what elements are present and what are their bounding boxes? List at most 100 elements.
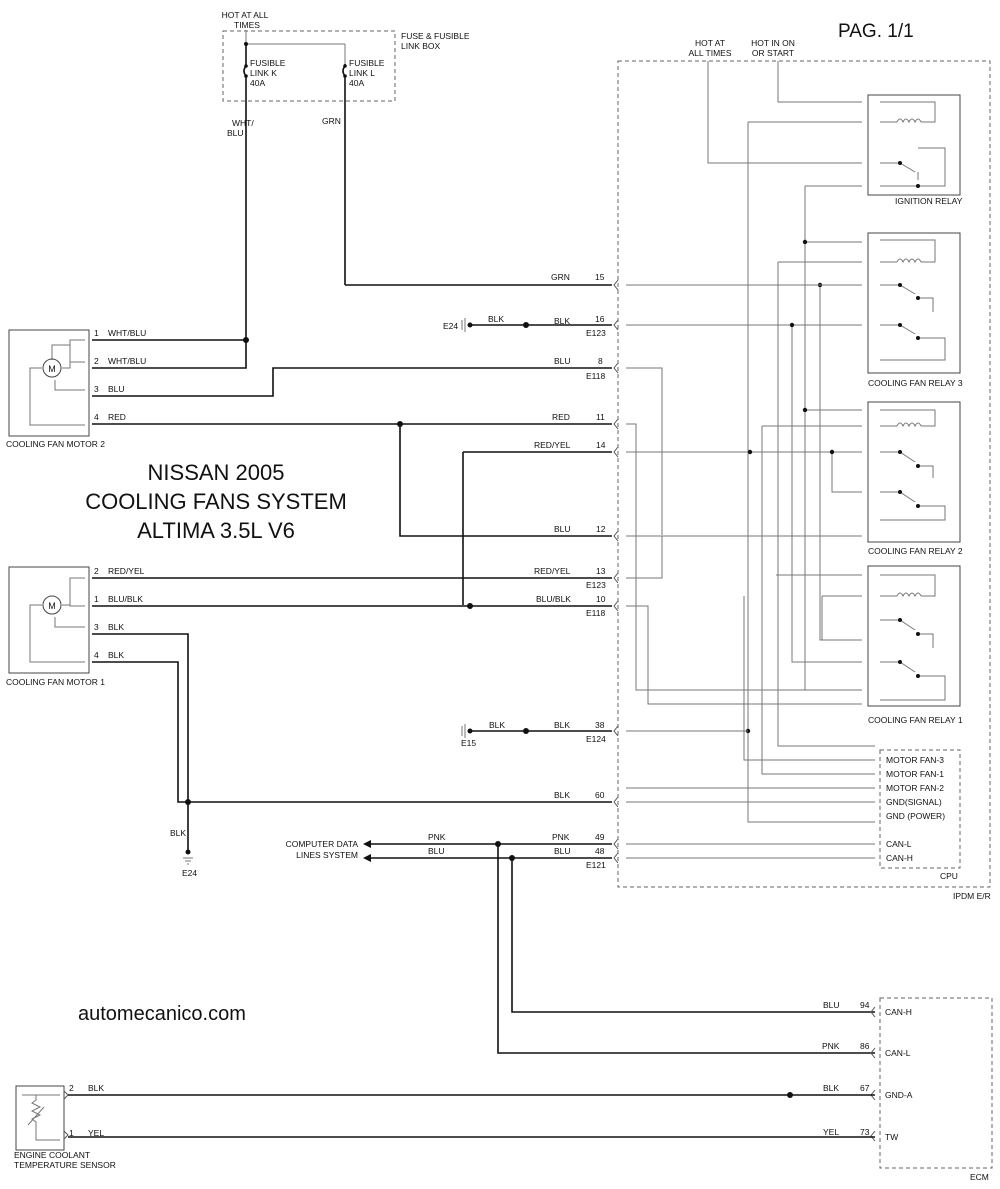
cpu-pin-can-l: CAN-L <box>886 839 912 849</box>
cpu-label: CPU <box>940 871 958 881</box>
wire-14-pin: 14 <box>596 440 606 450</box>
cooling-fan-relay-1: COOLING FAN RELAY 1 <box>867 565 963 725</box>
computer-data-pnk: PNK <box>428 832 446 842</box>
fuse-box-title-1: FUSE & FUSIBLE <box>401 31 470 41</box>
motor-2-symbol-icon <box>42 358 62 378</box>
title-model: ALTIMA 3.5L V6 <box>137 518 295 543</box>
motor-2-pin-4-num: 4 <box>94 412 99 422</box>
wire-harness: GRN 15 BLK 16 E123 BLU 8 E118 RED 11 RED… <box>92 272 875 1054</box>
ground-e15-wire: BLK <box>489 720 505 730</box>
fusible-link-k-label-2: LINK K <box>250 68 277 78</box>
wire-13-color: RED/YEL <box>534 566 571 576</box>
motor-2-pin-2-num: 2 <box>94 356 99 366</box>
engine-coolant-temperature-sensor: ENGINE COOLANT TEMPERATURE SENSOR 2 BLK … <box>14 1083 875 1170</box>
ground-e24-bottom-label: E24 <box>182 868 197 878</box>
cooling-fan-relay-2: COOLING FAN RELAY 2 <box>867 401 963 556</box>
wire-49-color: PNK <box>552 832 570 842</box>
cooling-fan-motor-2: M COOLING FAN MOTOR 2 1 WHT/BLU 2 WHT/BL… <box>6 328 146 449</box>
wire-38-conn: E124 <box>586 734 606 744</box>
fuse-hot-label-1: HOT AT ALL <box>222 10 269 20</box>
motor-1-pin-2-num: 2 <box>94 566 99 576</box>
sensor-label-2: TEMPERATURE SENSOR <box>14 1160 116 1170</box>
ecm-label: ECM <box>970 1172 989 1182</box>
wire-14-color: RED/YEL <box>534 440 571 450</box>
wire-15-pin: 15 <box>595 272 605 282</box>
cpu-pin-gnd-signal: GND(SIGNAL) <box>886 797 942 807</box>
wire-48-color: BLU <box>554 846 571 856</box>
ground-e24-bottom-wire: BLK <box>170 828 186 838</box>
ecm-pin-67-name: GND-A <box>885 1090 913 1100</box>
ipdm-label: IPDM E/R <box>953 891 991 901</box>
sensor-pin-1-num: 1 <box>69 1128 74 1138</box>
computer-data-lines: COMPUTER DATA LINES SYSTEM PNK BLU <box>286 832 446 860</box>
relay-3-label: COOLING FAN RELAY 3 <box>868 378 963 388</box>
sensor-pin-2-num: 2 <box>69 1083 74 1093</box>
motor-1-pin-3-num: 3 <box>94 622 99 632</box>
ground-e24-top: E24 BLK <box>443 314 504 332</box>
fusible-link-l-label-1: FUSIBLE <box>349 58 385 68</box>
ipdm-hot-all-1: HOT AT <box>695 38 725 48</box>
sensor-pin-1-color: YEL <box>88 1128 104 1138</box>
ecm-pin-94-name: CAN-H <box>885 1007 912 1017</box>
motor-2-pin-3-num: 3 <box>94 384 99 394</box>
ground-e15-label: E15 <box>461 738 476 748</box>
wire-10-color: BLU/BLK <box>536 594 571 604</box>
cooling-fan-motor-1: M COOLING FAN MOTOR 1 2 RED/YEL 1 BLU/BL… <box>6 566 145 687</box>
ignition-relay-label: IGNITION RELAY <box>895 196 963 206</box>
wire-10-pin: 10 <box>596 594 606 604</box>
wire-16-pin: 16 <box>595 314 605 324</box>
wire-60-pin: 60 <box>595 790 605 800</box>
wire-16-conn: E123 <box>586 328 606 338</box>
motor-2-pin-3-color: BLU <box>108 384 125 394</box>
wire-16-color: BLK <box>554 316 570 326</box>
ecm-pin-73-name: TW <box>885 1132 898 1142</box>
wire-38-pin: 38 <box>595 720 605 730</box>
cpu-pin-can-h: CAN-H <box>886 853 913 863</box>
ecm-pin-94-color: BLU <box>823 1000 840 1010</box>
computer-data-blu: BLU <box>428 846 445 856</box>
ipdm-er-module: IPDM E/R HOT AT ALL TIMES HOT IN ON OR S… <box>617 38 991 901</box>
motor-2-pin-2-color: WHT/BLU <box>108 356 146 366</box>
ecm-pin-67-color: BLK <box>823 1083 839 1093</box>
ecm-pin-73-num: 73 <box>860 1127 870 1137</box>
fuse-out-l-color: GRN <box>322 116 341 126</box>
fuse-out-k-color-1: WHT/ <box>232 118 254 128</box>
ipdm-hot-all-2: ALL TIMES <box>689 48 732 58</box>
motor-2-pin-1-color: WHT/BLU <box>108 328 146 338</box>
cpu-pin-motor-fan-2: MOTOR FAN-2 <box>886 783 944 793</box>
ground-e15: E15 BLK <box>461 720 505 748</box>
fuse-out-k-color-2: BLU <box>227 128 244 138</box>
wire-10-conn: E118 <box>586 608 605 618</box>
wire-11-color: RED <box>552 412 570 422</box>
fusible-link-k-label-1: FUSIBLE <box>250 58 286 68</box>
wire-8-pin: 8 <box>598 356 603 366</box>
fusible-link-k-label-3: 40A <box>250 78 265 88</box>
motor-1-label: COOLING FAN MOTOR 1 <box>6 677 105 687</box>
ground-e24-bottom: BLK E24 <box>170 828 197 878</box>
fuse-box: HOT AT ALL TIMES FUSE & FUSIBLE LINK BOX… <box>222 10 470 340</box>
motor-1-pin-4-color: BLK <box>108 650 124 660</box>
motor-2-pin-1-num: 1 <box>94 328 99 338</box>
ipdm-cpu: CPU MOTOR FAN-3 MOTOR FAN-1 MOTOR FAN-2 … <box>626 749 961 881</box>
wire-13-conn: E123 <box>586 580 606 590</box>
wire-48-conn: E121 <box>586 860 606 870</box>
cooling-fan-relay-3: COOLING FAN RELAY 3 <box>867 232 963 388</box>
ecm-pin-67-num: 67 <box>860 1083 870 1093</box>
ecm-pin-86-num: 86 <box>860 1041 870 1051</box>
fusible-link-l-label-2: LINK L <box>349 68 375 78</box>
motor-1-pin-2-color: RED/YEL <box>108 566 145 576</box>
wire-8-color: BLU <box>554 356 571 366</box>
motor-1-pin-1-num: 1 <box>94 594 99 604</box>
cpu-pin-gnd-power: GND (POWER) <box>886 811 945 821</box>
ecm-pin-73-color: YEL <box>823 1127 839 1137</box>
title-make-year: NISSAN 2005 <box>148 460 285 485</box>
ground-e24-top-wire: BLK <box>488 314 504 324</box>
relay-1-label: COOLING FAN RELAY 1 <box>868 715 963 725</box>
fuse-hot-label-2: TIMES <box>234 20 260 30</box>
motor-2-label: COOLING FAN MOTOR 2 <box>6 439 105 449</box>
ecm-pin-86-name: CAN-L <box>885 1048 911 1058</box>
ecm-pin-94-num: 94 <box>860 1000 870 1010</box>
fuse-box-title-2: LINK BOX <box>401 41 441 51</box>
wire-12-pin: 12 <box>596 524 606 534</box>
